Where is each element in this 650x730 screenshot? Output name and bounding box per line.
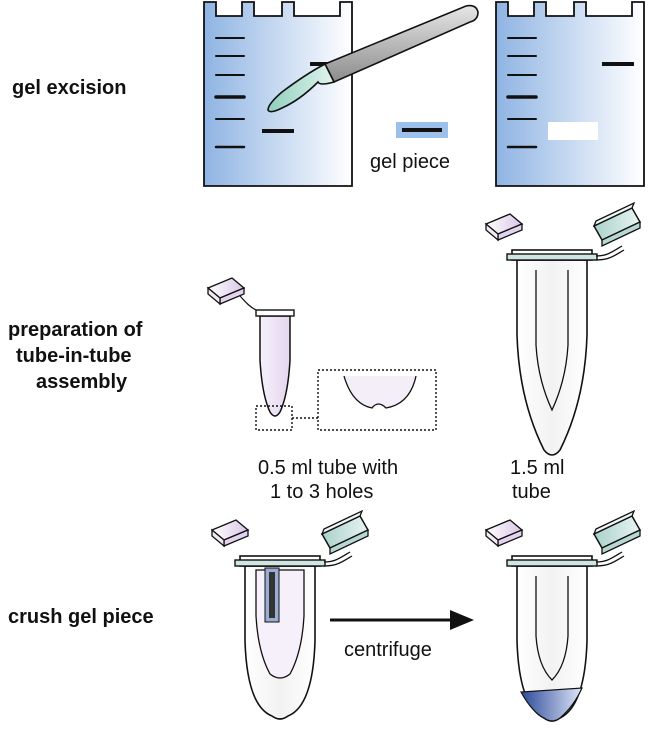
- step-label-crush-gel-piece: crush gel piece: [8, 606, 154, 628]
- step-label-preparation-1: preparation of: [8, 319, 143, 341]
- centrifuge-arrow: [330, 610, 474, 630]
- small-tube-0-5ml: [207, 277, 437, 431]
- tube-in-tube-assembly: [234, 551, 353, 720]
- result-tube-with-eluate: [506, 551, 625, 722]
- gel-after-excision: [495, 1, 645, 187]
- scalpel-icon: [267, 4, 479, 113]
- gel-before-excision: [203, 1, 353, 187]
- small-tube-caption-2: 1 to 3 holes: [270, 481, 373, 503]
- large-tube-caption-2: tube: [512, 481, 551, 503]
- step-label-preparation-2: tube-in-tube: [16, 345, 132, 367]
- eluate: [520, 687, 583, 722]
- gel-piece-legend: gel piece: [370, 122, 450, 173]
- ladder-bands: [214, 37, 246, 149]
- large-tube-1-5ml: [506, 245, 625, 456]
- step-label-preparation-3: assembly: [36, 371, 128, 393]
- excised-hole: [548, 122, 598, 140]
- large-tube-caption-1: 1.5 ml: [510, 457, 564, 479]
- tube-tip-zoom-detail: [343, 375, 417, 409]
- small-tube-caption-1: 0.5 ml tube with: [258, 457, 398, 479]
- gel-piece-caption: gel piece: [370, 151, 450, 173]
- step-label-gel-excision: gel excision: [12, 77, 127, 99]
- centrifuge-caption: centrifuge: [344, 639, 432, 661]
